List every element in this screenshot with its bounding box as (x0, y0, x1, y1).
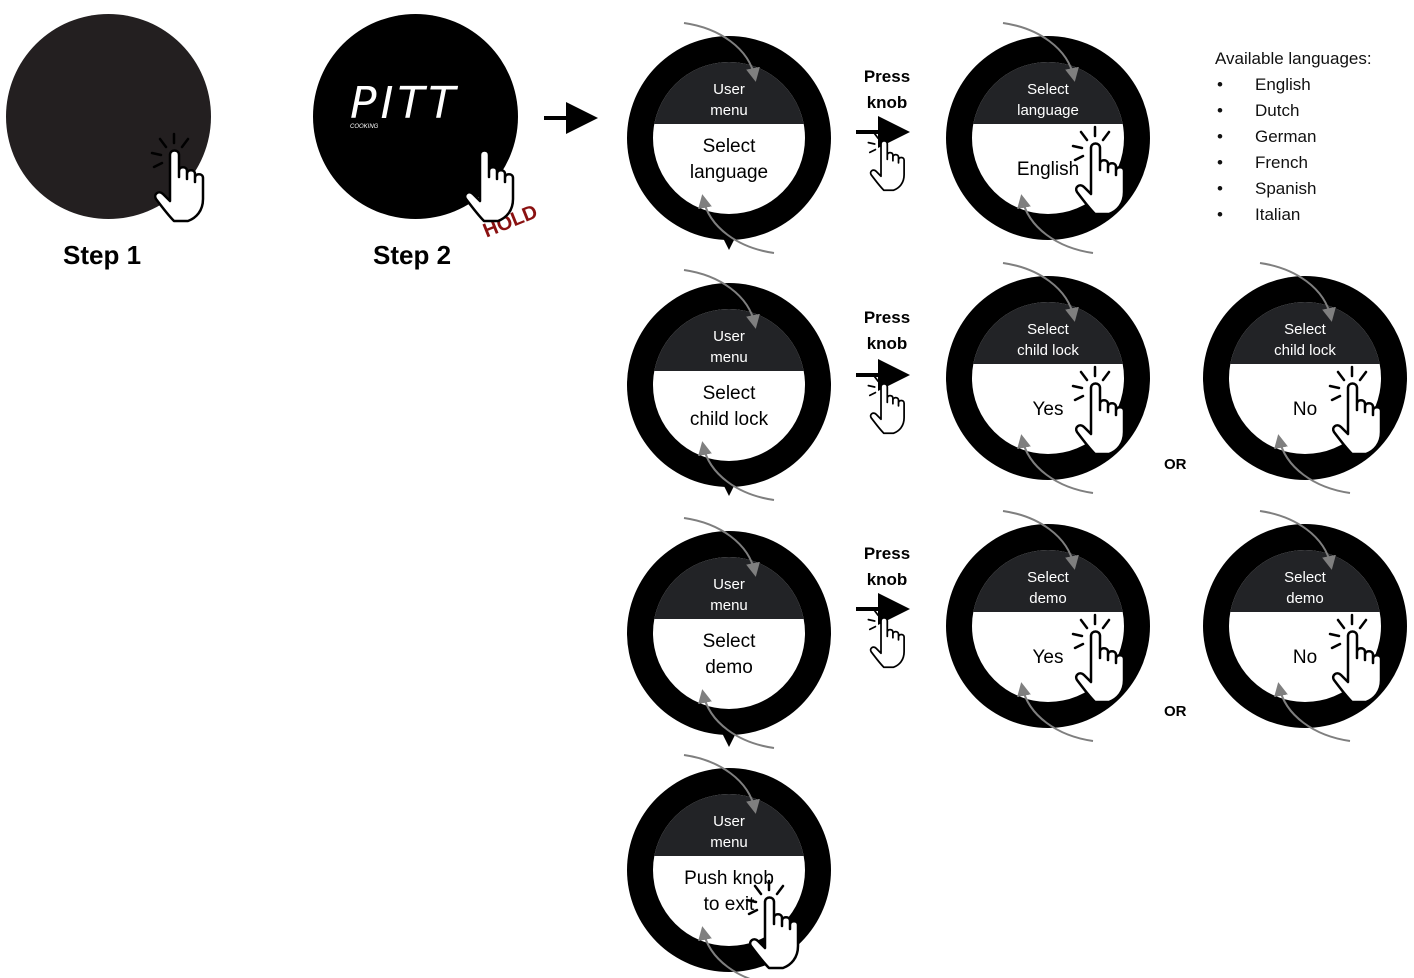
pitt-logo: PITT COOKING (350, 78, 490, 131)
hand-press-icon (867, 605, 905, 669)
knob-value: No (1292, 399, 1318, 420)
hand-press-icon (745, 879, 800, 970)
hand-press-icon (1071, 613, 1126, 704)
rotate-arrows (1260, 263, 1350, 493)
language-list: English Dutch German French Spanish Ital… (1215, 72, 1372, 228)
pitt-logo-text: PITT (350, 78, 460, 129)
hand-press-icon (150, 132, 205, 223)
language-item: English (1215, 72, 1372, 98)
hand-press-icon (1328, 365, 1383, 456)
rotate-arrows (1003, 263, 1093, 493)
or-label: OR (1164, 456, 1187, 473)
rotate-arrows (1003, 23, 1093, 253)
knob-value: English (1016, 159, 1080, 180)
hand-press-icon (1328, 613, 1383, 704)
hand-press-icon (1071, 125, 1126, 216)
or-label: OR (1164, 703, 1187, 720)
language-item: German (1215, 124, 1372, 150)
step2-label: Step 2 (373, 240, 452, 270)
language-item: French (1215, 150, 1372, 176)
knob-value: No (1292, 647, 1318, 668)
knob-value: Yes (1032, 647, 1064, 668)
knob-value: Yes (1032, 399, 1064, 420)
rotate-arrows (684, 270, 774, 500)
rotate-arrows (1003, 511, 1093, 741)
languages-title: Available languages: (1215, 49, 1372, 68)
rotate-arrows (684, 23, 774, 253)
language-item: Dutch (1215, 98, 1372, 124)
hand-press-icon (867, 371, 905, 435)
hand-press-icon (460, 132, 515, 223)
available-languages: Available languages: English Dutch Germa… (1215, 46, 1372, 228)
rotate-arrows (684, 518, 774, 748)
language-item: Spanish (1215, 176, 1372, 202)
rotate-arrows (1260, 511, 1350, 741)
hand-press-icon (867, 128, 905, 192)
step1-label: Step 1 (63, 240, 142, 270)
pitt-logo-subtext: COOKING (350, 124, 379, 130)
hand-press-icon (1071, 365, 1126, 456)
language-item: Italian (1215, 202, 1372, 228)
